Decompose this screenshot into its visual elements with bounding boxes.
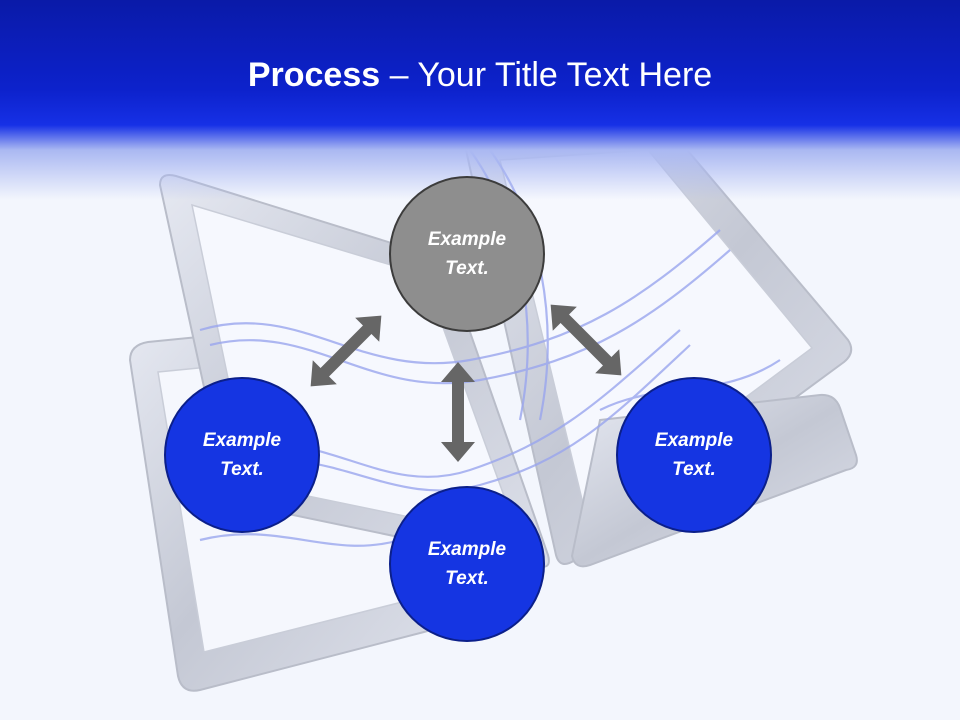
node-left-line2: Text. [220,459,264,480]
node-bottom-line1: Example [427,539,507,560]
node-bottom-line2: Text. [445,568,489,589]
double-arrow-icon-center [441,362,475,462]
title-bold: Process [247,56,381,94]
double-arrow-icon-right [538,292,634,388]
node-top-line2: Text. [445,258,489,279]
slide-title: Process – Your Title Text Here [0,54,960,96]
title-rest: – Your Title Text Here [380,56,713,94]
node-right-line1: Example [654,430,734,451]
header-band [0,0,960,200]
node-top-line1: Example [427,229,507,250]
node-right-line2: Text. [672,459,716,480]
double-arrow-icon-left [298,303,394,399]
node-left-line1: Example [202,430,282,451]
